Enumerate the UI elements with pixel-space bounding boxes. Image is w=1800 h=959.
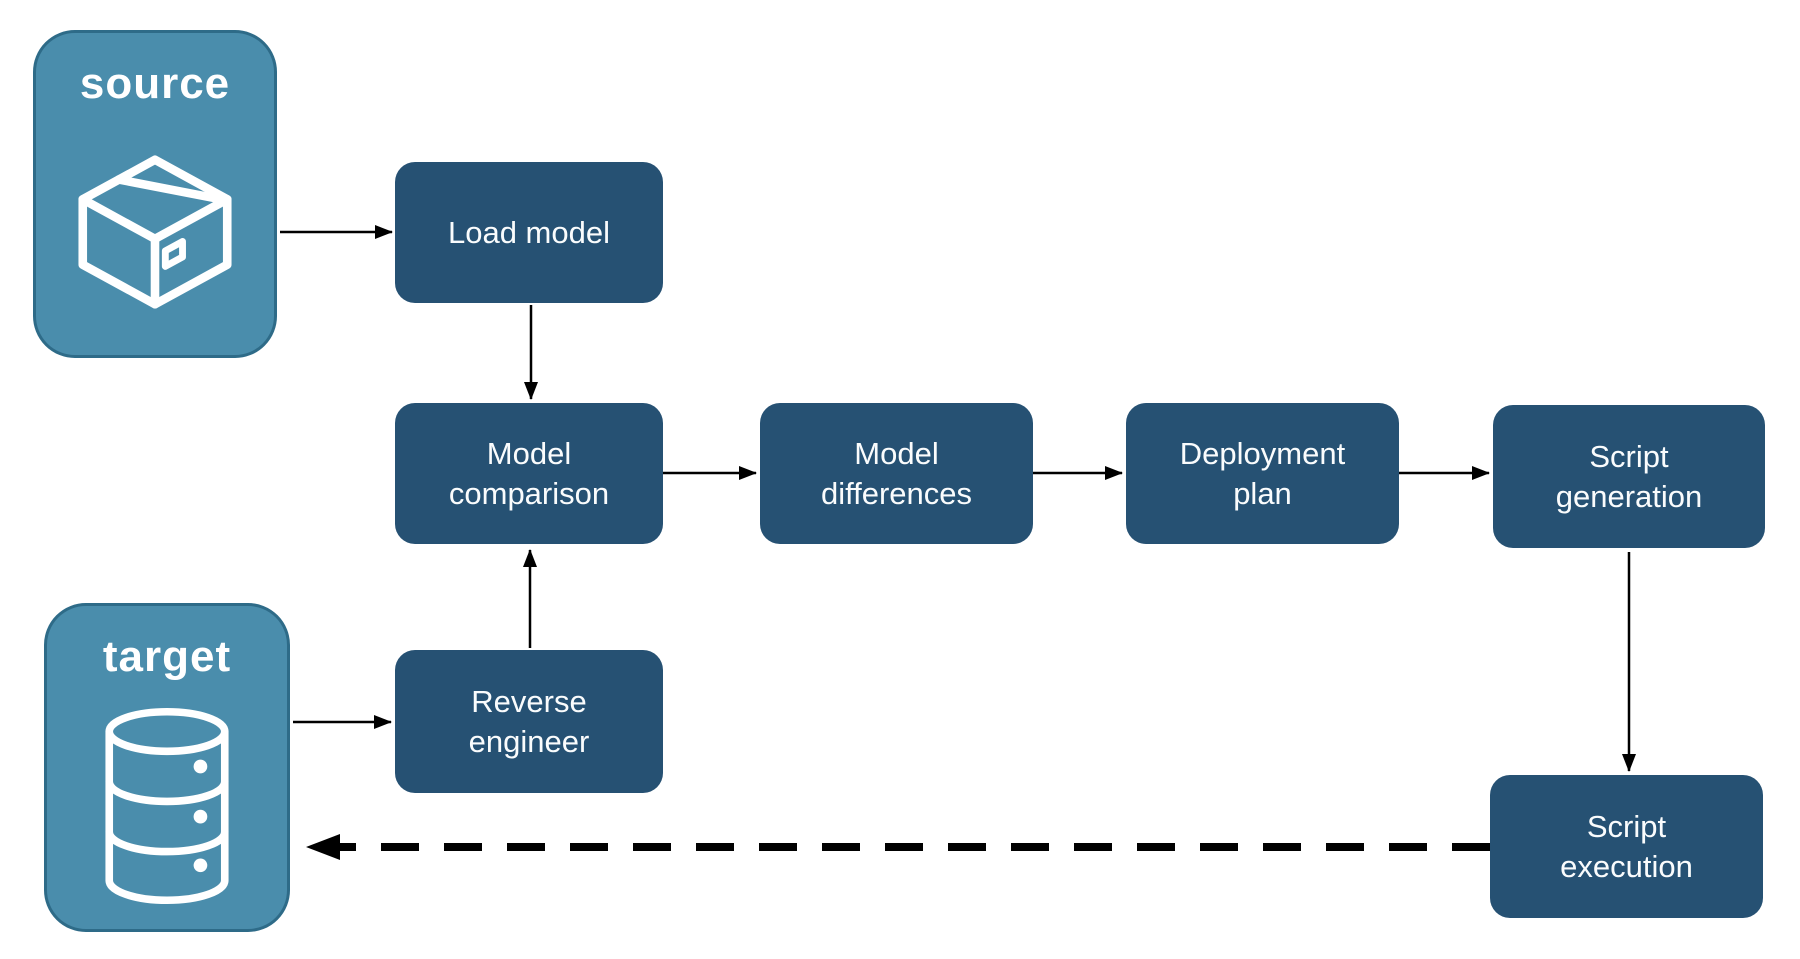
- target-label: target: [102, 632, 232, 681]
- node-script-generation: Script generation: [1493, 405, 1765, 548]
- node-model-differences-label: Model differences: [820, 435, 973, 511]
- node-model-differences: Model differences: [760, 403, 1033, 544]
- node-model-comparison: Model comparison: [395, 403, 663, 544]
- node-model-comparison-label: Model comparison: [448, 435, 610, 511]
- source-label: source: [79, 59, 231, 108]
- node-script-execution: Script execution: [1490, 775, 1763, 918]
- package-icon: [36, 109, 274, 355]
- database-icon: [47, 682, 287, 929]
- node-deployment-plan-label: Deployment plan: [1179, 435, 1346, 511]
- node-deployment-plan: Deployment plan: [1126, 403, 1399, 544]
- node-reverse-engineer: Reverse engineer: [395, 650, 663, 793]
- endpoint-source: source: [33, 30, 277, 358]
- node-load-model-label: Load model: [447, 214, 610, 250]
- node-script-execution-label: Script execution: [1560, 808, 1693, 884]
- node-reverse-engineer-label: Reverse engineer: [468, 683, 590, 759]
- node-load-model: Load model: [395, 162, 663, 303]
- node-script-generation-label: Script generation: [1555, 438, 1703, 514]
- endpoint-target: target: [44, 603, 290, 932]
